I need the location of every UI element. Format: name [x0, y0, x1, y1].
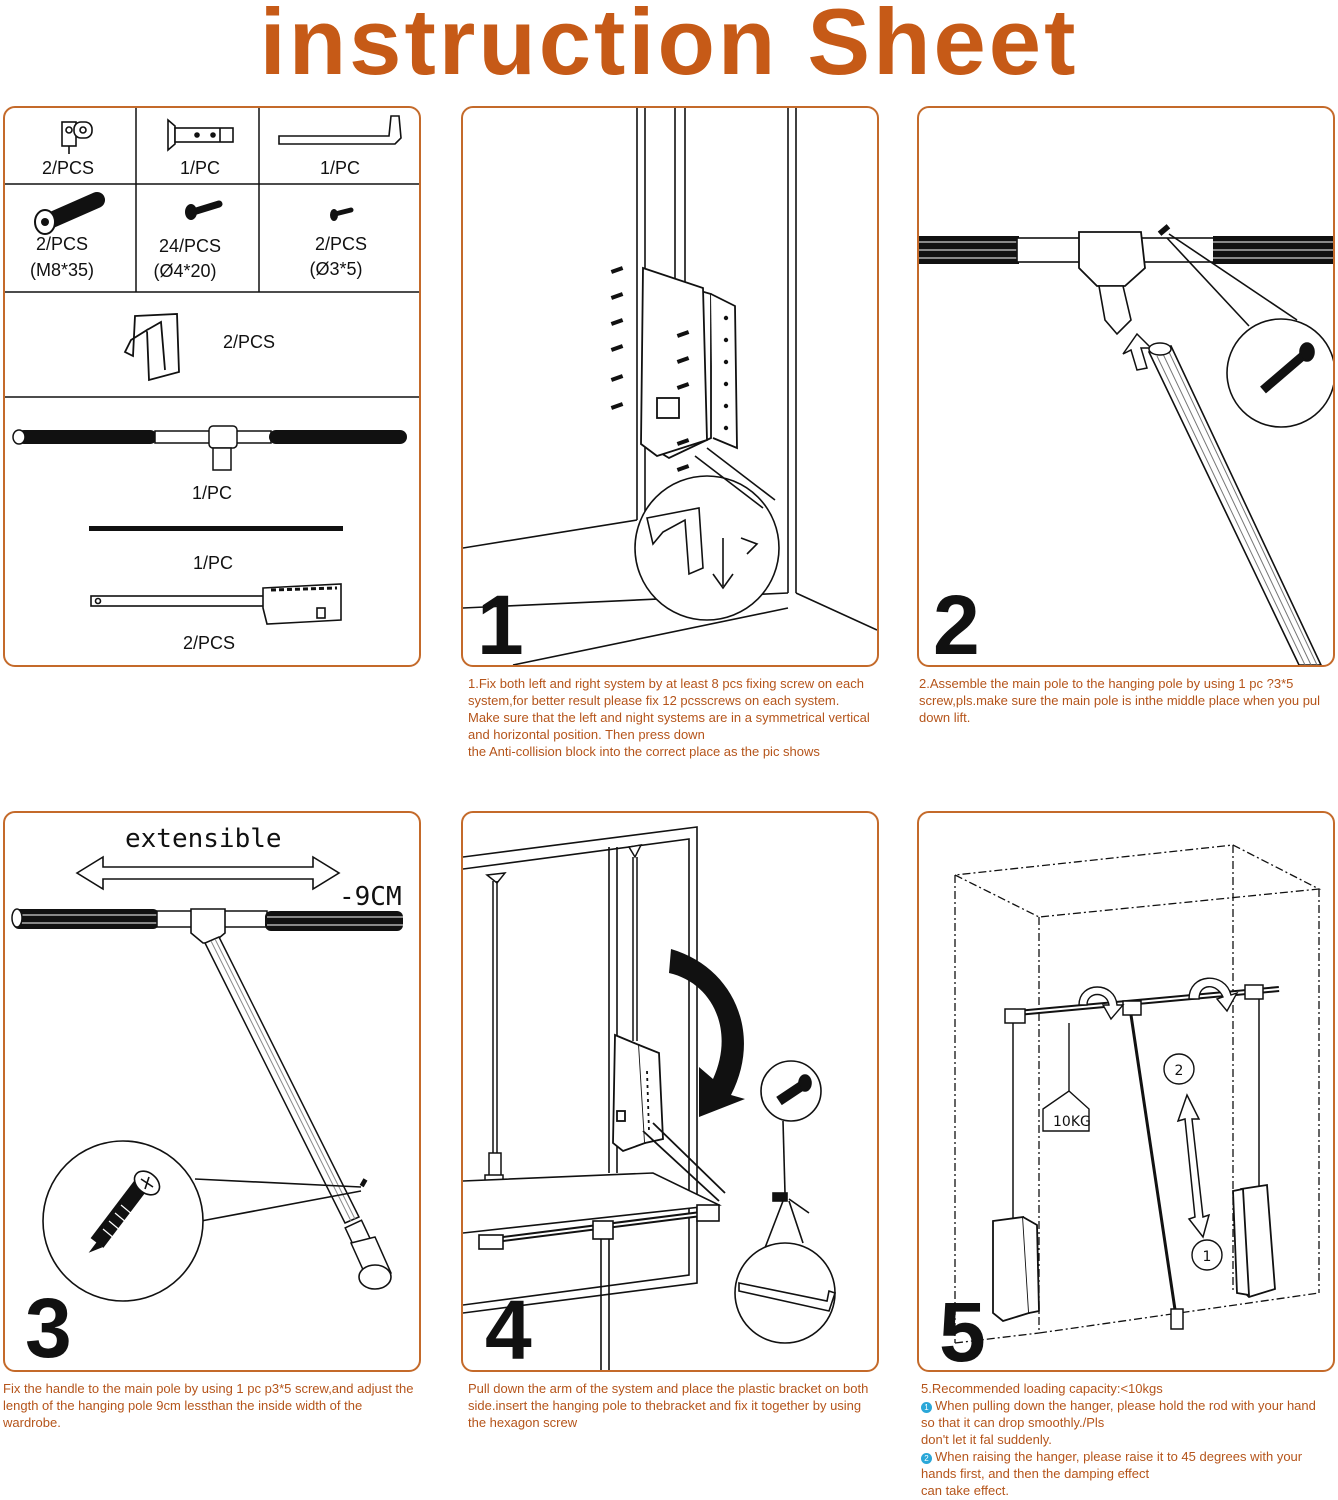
bolt-icon — [34, 192, 105, 235]
step-5-note-2-cont: can take effect. — [921, 1483, 1009, 1498]
clip-icon — [61, 121, 93, 154]
fixing-screws-illustration — [610, 266, 729, 472]
insert-arrow-icon — [1122, 332, 1153, 371]
main-pole-icon — [89, 526, 343, 531]
page-title: instruction Sheet — [259, 0, 1079, 94]
screw-large-size: (Ø4*20) — [153, 261, 216, 281]
step-4-caption: Pull down the arm of the system and plac… — [468, 1380, 873, 1431]
lower-marker-icon — [1191, 1239, 1223, 1271]
bracket-icon — [123, 313, 180, 382]
step-3-number: 3 — [25, 1281, 72, 1370]
note-1-marker-icon: 1 — [921, 1402, 932, 1413]
screw-small-icon — [330, 207, 354, 221]
wardrobe-outline-illustration — [952, 844, 1322, 1344]
step-5-number: 5 — [939, 1285, 986, 1370]
step-1-caption-line: the Anti-collision block into the correc… — [468, 744, 820, 759]
step-1-panel: 1 — [461, 106, 879, 667]
step-4-caption-line: Pull down the arm of the system and plac… — [468, 1381, 869, 1430]
wall-anchor-qty: 1/PC — [180, 158, 220, 178]
bracket-qty: 2/PCS — [223, 332, 275, 352]
lower-marker-label: 1 — [1203, 1249, 1212, 1265]
note-1-text: When pulling down the hanger, please hol… — [921, 1398, 1316, 1430]
lift-arm-qty: 2/PCS — [183, 633, 235, 653]
step-5-caption-title: 5.Recommended loading capacity:<10kgs — [921, 1381, 1163, 1396]
screw-detail-icon — [42, 1140, 368, 1302]
anti-collision-detail-icon — [634, 447, 780, 621]
extensible-label: extensible — [125, 824, 282, 854]
step-2-caption-line: 2.Assemble the main pole to the hanging … — [919, 676, 1321, 725]
lift-arm-icon — [90, 583, 342, 625]
clip-qty: 2/PCS — [42, 158, 94, 178]
screw-large-icon — [185, 200, 223, 220]
step-2-caption: 2.Assemble the main pole to the hanging … — [919, 675, 1331, 726]
step-1-number: 1 — [477, 578, 524, 665]
main-pole-qty: 1/PC — [193, 553, 233, 573]
hanger-pole-illustration — [11, 908, 403, 944]
hanger-pole-qty: 1/PC — [192, 483, 232, 503]
bolt-size: (M8*35) — [30, 260, 94, 280]
bolt-qty: 2/PCS — [36, 234, 88, 254]
wall-anchor-icon — [167, 118, 234, 152]
step-5-note-1-cont: don't let it fal suddenly. — [921, 1432, 1052, 1447]
length-note: -9CM — [339, 882, 402, 912]
step-4-number: 4 — [485, 1283, 532, 1370]
pull-down-arrow-icon — [669, 949, 745, 1117]
lift-mechanism-illustration — [640, 266, 738, 460]
main-pole-illustration — [1147, 342, 1322, 665]
extension-arrow-icon — [75, 855, 341, 891]
step-1-caption-line: Make sure that the left and night system… — [468, 710, 870, 742]
screw-detail-icon — [1157, 224, 1333, 428]
step-5-panel: 10KG 2 1 5 — [917, 811, 1335, 1372]
hanger-pole-illustration — [919, 231, 1333, 336]
step-1-caption-line: 1.Fix both left and right system by at l… — [468, 676, 864, 708]
step-3-caption: Fix the handle to the main pole by using… — [3, 1380, 417, 1431]
screw-small-size: (Ø3*5) — [309, 259, 362, 279]
weight-tag-icon — [1042, 1023, 1090, 1132]
hexagon-screw-detail-icon — [734, 1060, 837, 1344]
weight-tag-label: 10KG — [1053, 1114, 1091, 1130]
step-1-caption: 1.Fix both left and right system by at l… — [468, 675, 873, 760]
raise-marker-icon — [1163, 1053, 1195, 1085]
hanger-pole-icon — [12, 425, 407, 471]
step-3-caption-line: Fix the handle to the main pole by using… — [3, 1381, 414, 1430]
screw-large-qty: 24/PCS — [159, 236, 221, 256]
hex-key-icon — [278, 115, 402, 145]
shelf-and-pole-illustration — [463, 1172, 722, 1370]
wardrobe-rod-illustration — [484, 844, 643, 1190]
note-2-text: When raising the hanger, please raise it… — [921, 1449, 1303, 1481]
step-4-panel: 4 — [461, 811, 879, 1372]
step-2-number: 2 — [933, 578, 980, 665]
step-2-panel: 2 — [917, 106, 1335, 667]
lift-mechanism-illustration — [992, 1183, 1276, 1323]
raise-marker-label: 2 — [1175, 1063, 1184, 1079]
main-pole-illustration — [203, 936, 392, 1290]
hex-key-qty: 1/PC — [320, 158, 360, 178]
screw-small-qty: 2/PCS — [315, 234, 367, 254]
step-3-panel: extensible -9CM — [3, 811, 421, 1372]
lift-mechanism-illustration — [612, 1033, 726, 1202]
parts-list-panel: 2/PCS 1/PC 1/PC 2/PCS (M8*35) 24/PCS (Ø — [3, 106, 421, 667]
move-direction-arrow-icon — [1176, 1093, 1211, 1239]
rotation-arrows-icon — [1078, 977, 1239, 1021]
note-2-marker-icon: 2 — [921, 1453, 932, 1464]
